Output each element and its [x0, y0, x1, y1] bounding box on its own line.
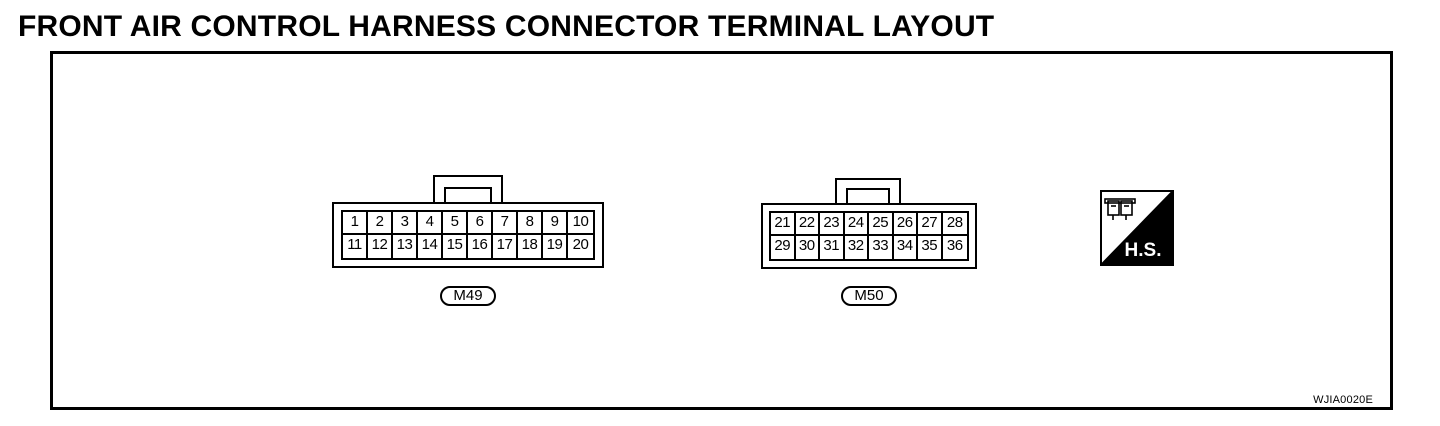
terminal-pin: 13: [393, 235, 418, 258]
terminal-pin: 1: [343, 212, 368, 235]
connector-drawing-icon: [1104, 198, 1136, 220]
terminal-pin: 30: [796, 236, 820, 259]
reference-code: WJIA0020E: [1313, 394, 1373, 406]
terminal-pin: 17: [493, 235, 518, 258]
terminal-pin: 9: [543, 212, 568, 235]
connector-housing: [332, 202, 604, 268]
diagram-frame: [50, 51, 1393, 410]
connector-label: M50: [841, 286, 897, 306]
terminal-pin: 18: [518, 235, 543, 258]
terminal-pin: 34: [894, 236, 918, 259]
connector-label: M49: [440, 286, 496, 306]
terminal-pin: 22: [795, 213, 820, 236]
terminal-pin: 32: [845, 236, 869, 259]
terminal-pin: 25: [869, 213, 894, 236]
terminal-pin: 20: [572, 236, 589, 253]
terminal-pin: 33: [869, 236, 894, 259]
harness-side-connector-icon: H.S.: [1100, 190, 1174, 266]
terminal-pin: 16: [468, 235, 493, 258]
terminal-pin: 15: [443, 235, 468, 258]
page-title: FRONT AIR CONTROL HARNESS CONNECTOR TERM…: [18, 10, 995, 43]
terminal-pin: 10: [568, 212, 593, 235]
terminal-pin: 11: [343, 235, 368, 258]
terminal-pin: 3: [393, 212, 418, 235]
terminal-pin: 12: [368, 235, 393, 258]
terminal-pin: 21: [771, 213, 796, 236]
terminal-pin: 6: [468, 212, 493, 235]
terminal-pin: 24: [844, 213, 869, 236]
terminal-pin: 26: [893, 213, 918, 236]
terminal-pin: 31: [820, 236, 845, 259]
terminal-pin: 8: [518, 212, 543, 235]
terminal-pin: 35: [918, 236, 943, 259]
terminal-pin: 27: [918, 213, 943, 236]
terminal-pin: 28: [942, 213, 967, 236]
terminal-pin: 23: [820, 213, 845, 236]
terminal-pin: 19: [543, 235, 568, 258]
hs-label: H.S.: [1125, 240, 1162, 261]
terminal-pin: 2: [368, 212, 393, 235]
terminal-pin: 4: [418, 212, 443, 235]
connector-lock-tab: [835, 178, 901, 207]
terminal-pin: 29: [771, 236, 796, 259]
terminal-pin: 36: [946, 237, 963, 254]
terminal-pin: 14: [418, 235, 443, 258]
connector-lock-tab: [433, 175, 503, 206]
terminal-pin: 7: [493, 212, 518, 235]
terminal-pin: 5: [443, 212, 468, 235]
